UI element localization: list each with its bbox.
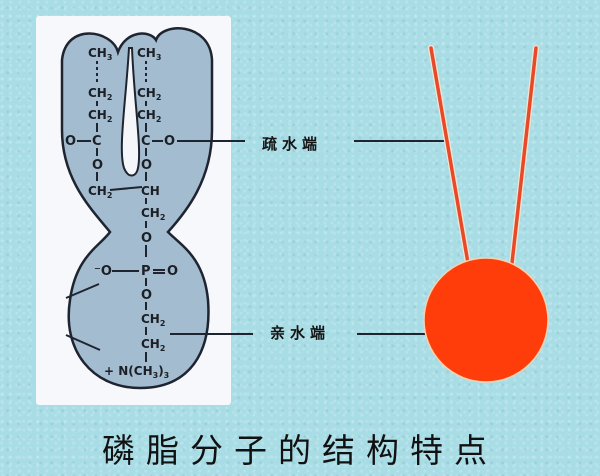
phospholipid-symbol	[423, 45, 549, 383]
svg-text:C: C	[141, 134, 151, 149]
hydrophilic-head-circle	[423, 257, 549, 383]
svg-text:CH2: CH2	[141, 206, 165, 222]
svg-text:CH3: CH3	[137, 46, 161, 62]
svg-text:O: O	[141, 158, 152, 173]
svg-text:O: O	[92, 158, 103, 173]
right-fatty-acid-chain: CH3 CH2 CH2 C O O CH CH2 O	[137, 46, 175, 257]
svg-text:CH2: CH2	[141, 337, 165, 353]
svg-text:CH2: CH2	[88, 108, 112, 124]
svg-text:O: O	[167, 264, 178, 279]
hydrophobic-end-label: 疏水端	[262, 135, 323, 153]
svg-text:O: O	[141, 231, 152, 246]
svg-text:CH2: CH2	[137, 86, 161, 102]
left-fatty-acid-chain: CH3 CH2 CH2 C O O CH2	[65, 46, 143, 200]
svg-text:⁻O: ⁻O	[94, 264, 112, 279]
svg-text:O: O	[65, 134, 76, 149]
phospholipid-molecule-outline	[60, 27, 214, 390]
ammonium-group: + N(CH3)3	[104, 364, 169, 380]
molecule-cleft	[120, 47, 141, 177]
diagram-title: 磷脂分子的结构特点	[102, 431, 498, 470]
svg-text:P: P	[141, 264, 151, 279]
svg-text:CH2: CH2	[137, 108, 161, 124]
svg-text:C: C	[92, 134, 102, 149]
svg-text:O: O	[141, 288, 152, 303]
svg-text:CH2: CH2	[88, 86, 112, 102]
svg-text:CH: CH	[141, 184, 160, 198]
svg-text:CH2: CH2	[141, 312, 165, 328]
svg-text:CH2: CH2	[88, 184, 112, 200]
left-ch3: CH3	[88, 46, 112, 62]
hydrophilic-end-label: 亲水端	[270, 324, 331, 342]
svg-text:O: O	[164, 134, 175, 149]
